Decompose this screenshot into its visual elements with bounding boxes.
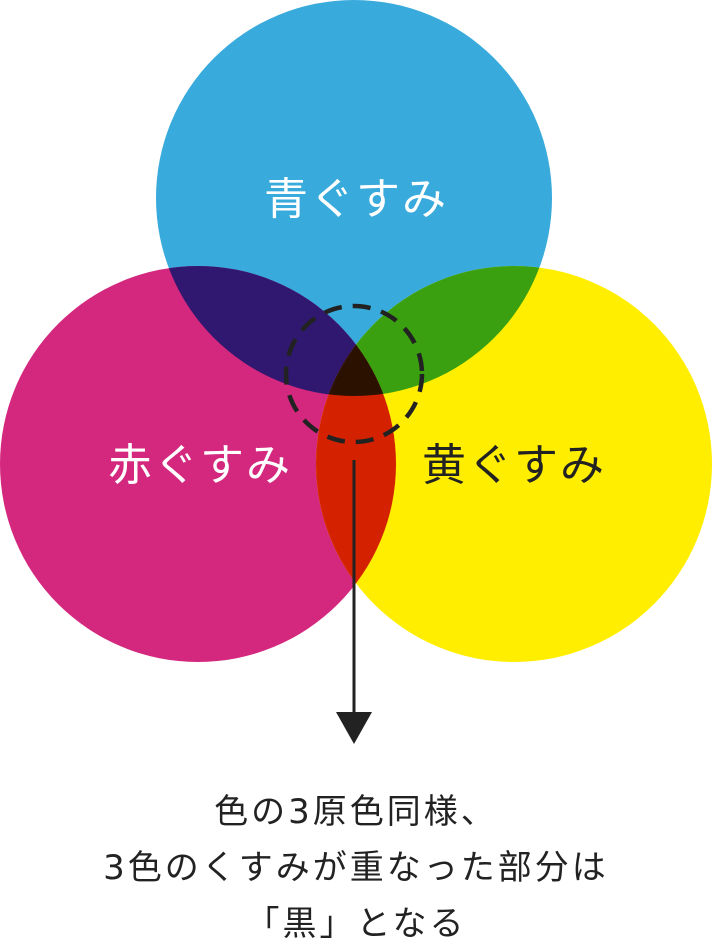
caption-line-3: 「黒」となる <box>245 904 467 944</box>
black-area-highlight-ring <box>283 303 425 445</box>
red-circle-label: 赤ぐすみ <box>108 440 292 491</box>
blue-red-overlap <box>156 266 396 396</box>
venn-diagram: 青ぐすみ 赤ぐすみ 黄ぐすみ <box>0 0 712 744</box>
yellow-circle-label: 黄ぐすみ <box>422 440 606 491</box>
blue-yellow-overlap <box>316 266 552 396</box>
caption-line-2: 3色のくすみが重なった部分は <box>103 848 609 888</box>
arrow-head-icon <box>336 712 372 744</box>
caption-line-1: 色の3原色同様、 <box>214 792 498 832</box>
blue-circle-label: 青ぐすみ <box>264 174 448 225</box>
